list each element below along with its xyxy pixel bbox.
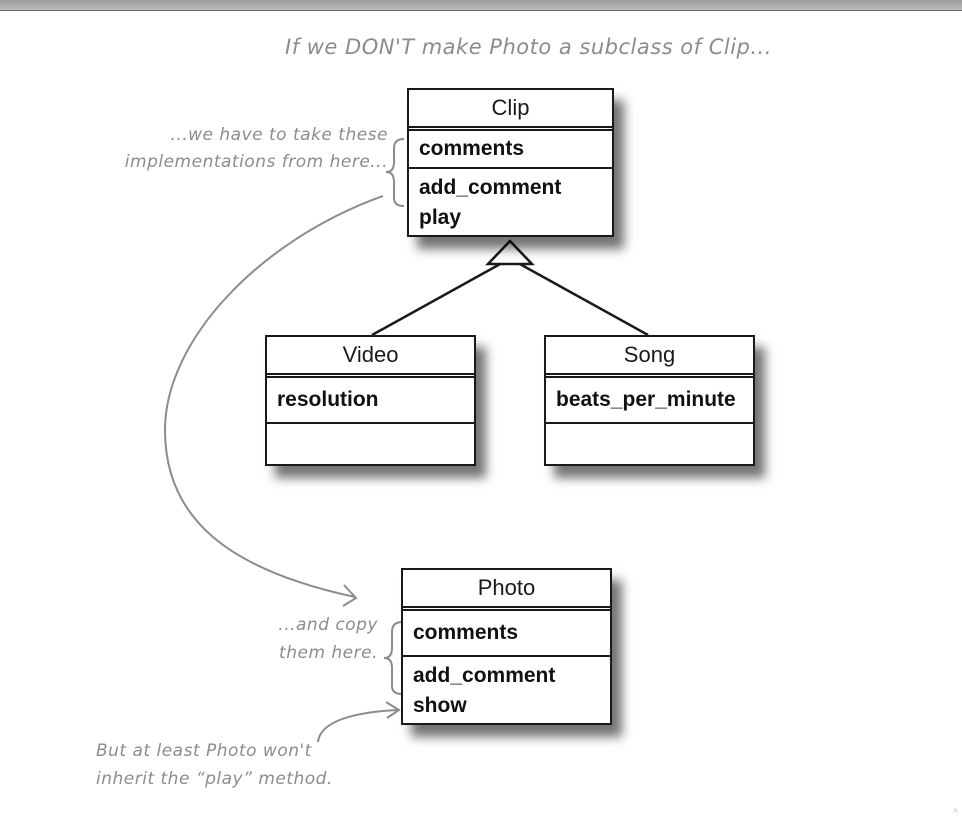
class-song-attributes: beats_per_minute <box>546 378 753 424</box>
show-arrow-head <box>385 701 401 719</box>
class-song-attribute: beats_per_minute <box>556 388 736 411</box>
note-bottom-line2: inherit the “play” method. <box>96 769 333 789</box>
class-photo-attribute: comments <box>413 621 519 644</box>
inheritance-line-video <box>371 261 503 337</box>
inheritance-triangle <box>485 239 535 266</box>
class-video-attribute: resolution <box>277 388 379 411</box>
class-photo-method: add_comment <box>413 664 556 687</box>
corner-mark: ^ <box>953 808 958 819</box>
copy-arrow-curve <box>163 195 384 598</box>
class-clip-attributes: comments <box>409 131 612 169</box>
class-video: Video resolution <box>265 335 476 466</box>
note-copy-line2: them here. <box>279 643 378 663</box>
class-photo-method: show <box>413 694 467 717</box>
photo-brace <box>383 621 403 695</box>
inheritance-line-song <box>517 261 649 337</box>
class-clip-method: add_comment <box>419 176 562 199</box>
class-song-name: Song <box>546 337 753 378</box>
clip-brace <box>385 138 405 207</box>
class-photo: Photo comments add_comment show <box>401 568 612 725</box>
class-clip-method: play <box>419 206 462 229</box>
note-take-line2: implementations from here... <box>124 152 388 172</box>
class-photo-name: Photo <box>403 570 610 611</box>
class-song: Song beats_per_minute <box>544 335 755 466</box>
note-take-line1: ...we have to take these <box>170 125 388 145</box>
copy-arrow-head <box>342 584 358 607</box>
note-bottom-line1: But at least Photo won't <box>96 741 312 761</box>
class-photo-methods: add_comment show <box>403 657 610 723</box>
class-clip-attribute: comments <box>419 137 525 160</box>
class-video-attributes: resolution <box>267 378 474 424</box>
note-top: If we DON'T make Photo a subclass of Cli… <box>285 35 772 59</box>
class-song-methods <box>546 424 753 464</box>
window-top-bar <box>0 0 962 11</box>
show-arrow-curve <box>317 709 399 743</box>
class-video-name: Video <box>267 337 474 378</box>
class-photo-attributes: comments <box>403 611 610 657</box>
class-clip: Clip comments add_comment play <box>407 88 614 237</box>
note-copy-line1: ...and copy <box>278 615 378 635</box>
class-video-methods <box>267 424 474 464</box>
class-clip-methods: add_comment play <box>409 169 612 235</box>
class-clip-name: Clip <box>409 90 612 131</box>
